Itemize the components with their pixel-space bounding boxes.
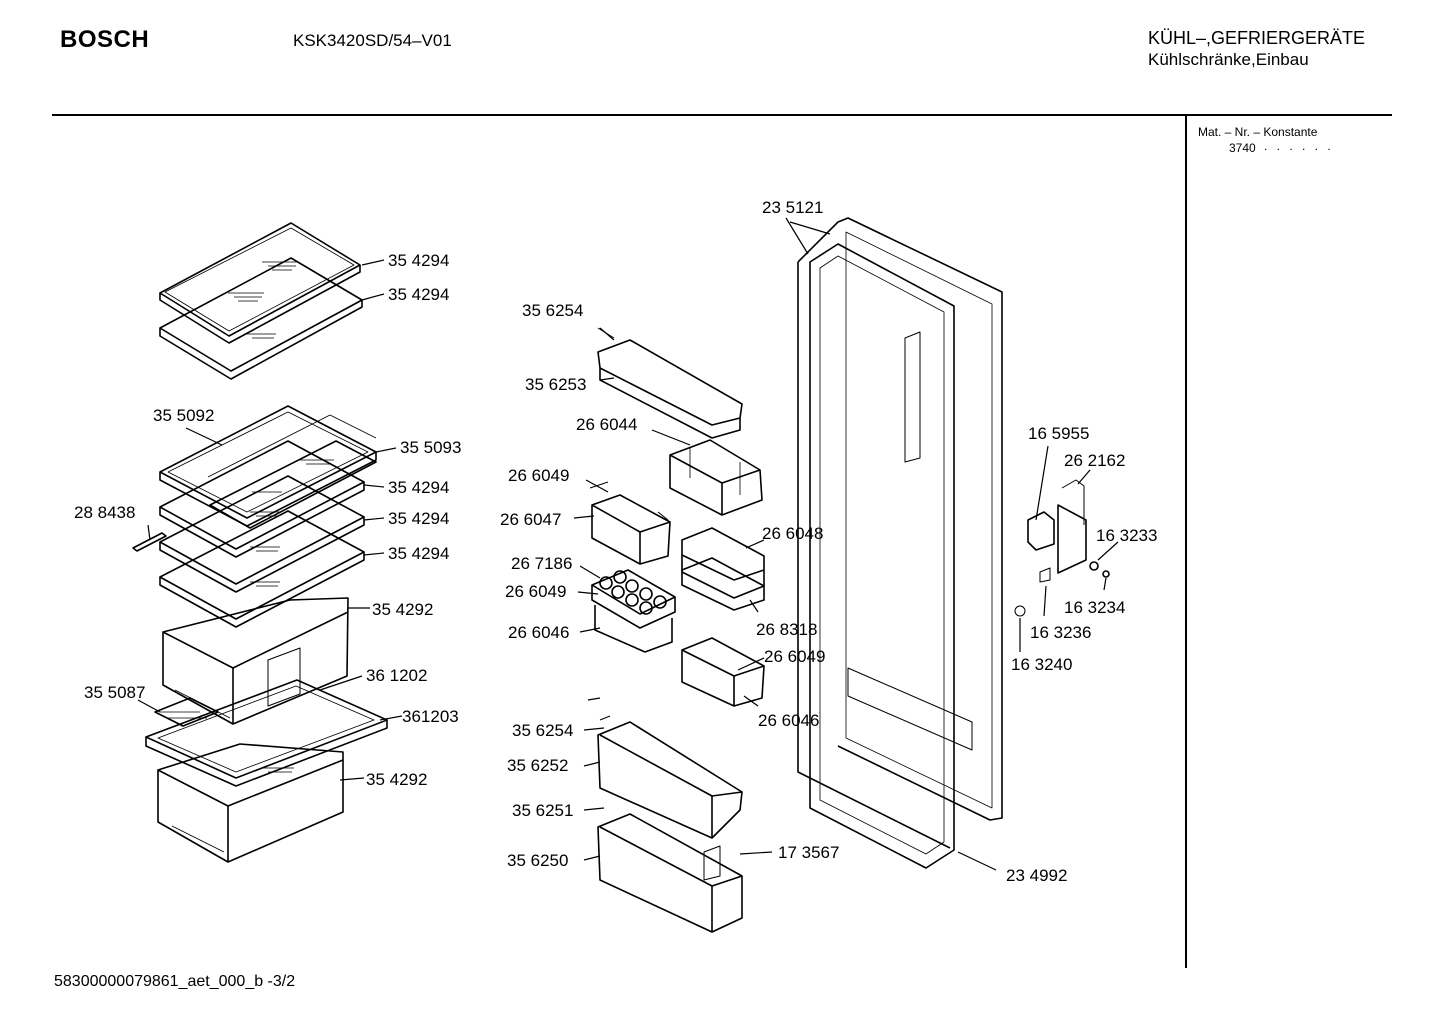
part-label: 35 5093 xyxy=(400,438,461,457)
part-label: 35 4294 xyxy=(388,544,449,563)
category-subtitle: Kühlschränke,Einbau xyxy=(1148,50,1309,69)
part-label: 16 3236 xyxy=(1030,623,1091,642)
crisper-drawer-lower xyxy=(157,743,344,863)
part-label: 35 6254 xyxy=(512,721,573,740)
part-label: 26 6047 xyxy=(500,510,561,529)
part-label: 23 5121 xyxy=(762,198,823,217)
door-bin-large-b xyxy=(597,813,743,933)
glass-shelf-top xyxy=(159,222,361,344)
part-label: 26 6049 xyxy=(764,647,825,666)
part-label: 26 6044 xyxy=(576,415,637,434)
glass-shelf-b xyxy=(159,475,365,593)
part-label: 35 6251 xyxy=(512,801,573,820)
crisper-cover-plate xyxy=(145,679,388,787)
door-bin-small-lower xyxy=(681,637,765,707)
part-label: 35 4294 xyxy=(388,251,449,270)
part-label: 36 1202 xyxy=(366,666,427,685)
brand-logo: BOSCH xyxy=(60,26,150,53)
door-bin-egg xyxy=(594,605,673,653)
part-label: 35 6254 xyxy=(522,301,583,320)
door-bin-mid xyxy=(681,527,765,599)
part-label: 26 7186 xyxy=(511,554,572,573)
side-panel-divider xyxy=(1185,116,1187,968)
door-bin-small xyxy=(589,481,671,565)
hinge-bracket xyxy=(1057,479,1087,574)
part-label: 35 4294 xyxy=(388,285,449,304)
door-bin-mid-lower xyxy=(681,557,765,611)
header-divider xyxy=(52,114,1392,116)
part-label: 26 2162 xyxy=(1064,451,1125,470)
part-label: 16 3233 xyxy=(1096,526,1157,545)
model-number: KSK3420SD/54–V01 xyxy=(293,31,452,50)
category-title: KÜHL–,GEFRIERGERÄTE xyxy=(1148,28,1366,48)
shelf-rail-clip xyxy=(132,532,167,552)
part-labels: 35 4294 35 4294 35 5092 35 5093 35 4294 … xyxy=(74,198,1157,885)
part-label: 16 3234 xyxy=(1064,598,1125,617)
hinge-pin-holder xyxy=(1027,511,1055,551)
part-label: 35 5087 xyxy=(84,683,145,702)
part-label: 35 4292 xyxy=(366,770,427,789)
document-id: 58300000079861_aet_000_b -3/2 xyxy=(54,973,296,990)
part-label: 35 6250 xyxy=(507,851,568,870)
mat-nr-label: Mat. – Nr. – Konstante xyxy=(1198,125,1318,139)
door-panel xyxy=(797,217,1003,849)
glass-shelf-a xyxy=(159,440,365,558)
part-label: 35 4294 xyxy=(388,509,449,528)
part-label: 26 6046 xyxy=(508,623,569,642)
egg-tray xyxy=(591,569,676,629)
crisper-drawer-upper xyxy=(162,597,349,725)
part-label: 26 6046 xyxy=(758,711,819,730)
glass-shelf-c xyxy=(159,510,365,628)
part-label: 26 6049 xyxy=(505,582,566,601)
part-label: 35 6253 xyxy=(525,375,586,394)
part-label: 16 3240 xyxy=(1011,655,1072,674)
part-label: 35 6252 xyxy=(507,756,568,775)
part-label: 35 5092 xyxy=(153,406,214,425)
door-bin-cage xyxy=(669,439,763,516)
part-label: 26 6048 xyxy=(762,524,823,543)
crisper-divider-insert xyxy=(154,697,219,727)
door-bin-large-a xyxy=(597,715,743,839)
part-label: 361203 xyxy=(402,707,459,726)
part-label: 26 8318 xyxy=(756,620,817,639)
leader-lines xyxy=(137,217,1119,871)
hinge-screws xyxy=(1014,561,1110,617)
part-label: 35 4292 xyxy=(372,600,433,619)
part-label: 26 6049 xyxy=(508,466,569,485)
part-label: 16 5955 xyxy=(1028,424,1089,443)
mat-nr-dots: . . . . . . xyxy=(1264,139,1334,153)
part-label: 23 4992 xyxy=(1006,866,1067,885)
part-label: 35 4294 xyxy=(388,478,449,497)
door-gasket xyxy=(809,243,955,869)
part-label: 28 8438 xyxy=(74,503,135,522)
part-label: 17 3567 xyxy=(778,843,839,862)
mat-nr-value: 3740 xyxy=(1229,141,1256,155)
